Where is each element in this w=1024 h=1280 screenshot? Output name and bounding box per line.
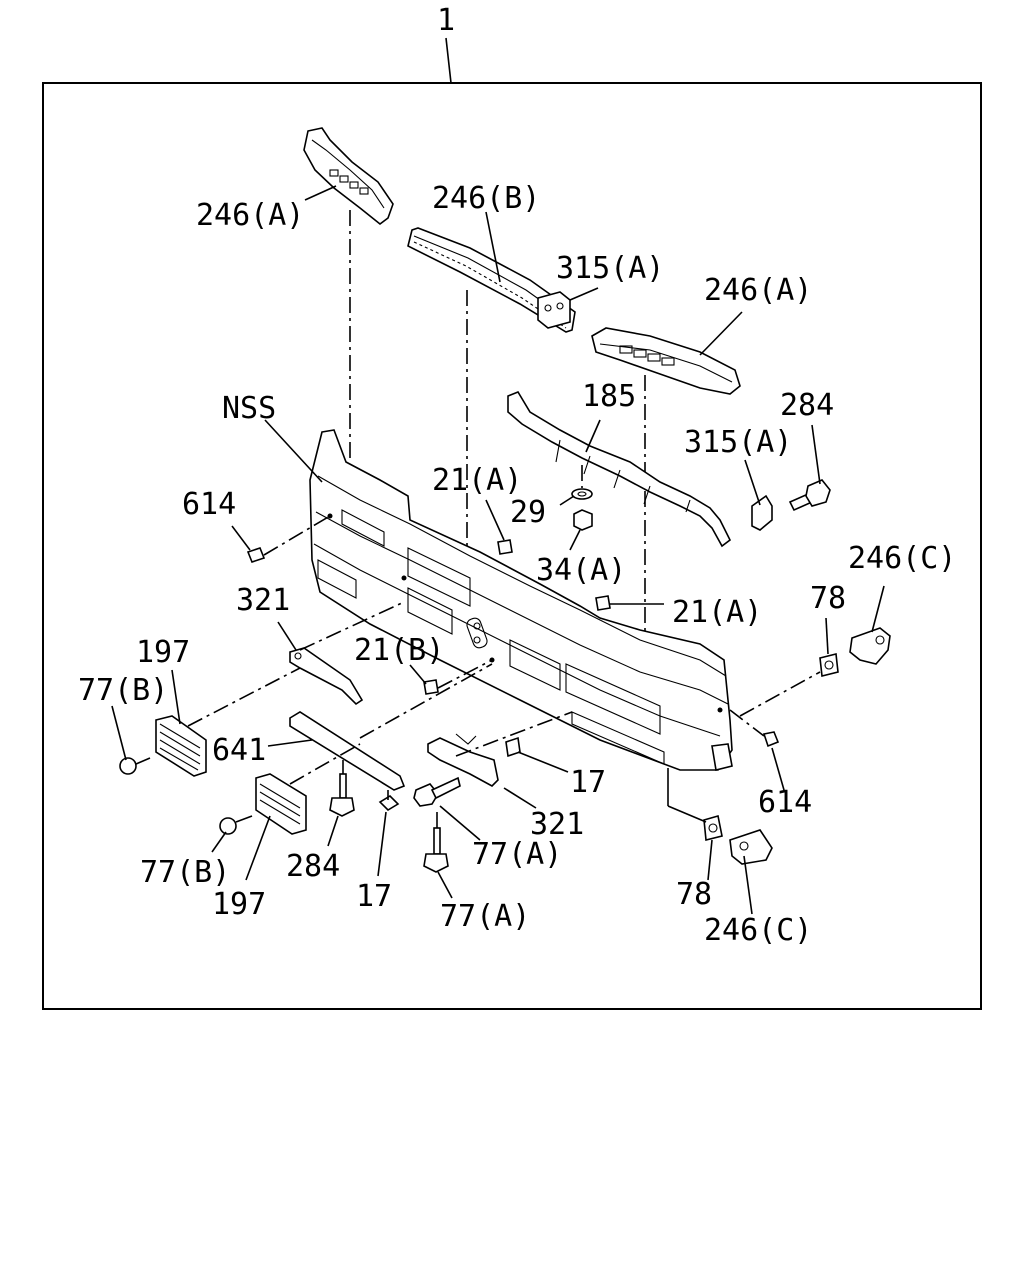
pin-right xyxy=(762,731,780,748)
label-nut: 34(A) xyxy=(536,553,626,588)
clip-21b xyxy=(423,679,439,695)
nut xyxy=(573,509,593,531)
bracket-right xyxy=(751,494,773,531)
clip-21a-right xyxy=(595,595,611,611)
bracket-upper xyxy=(537,291,571,329)
label-plate: 641 xyxy=(212,733,266,768)
label-bolt-lower: 284 xyxy=(286,849,340,884)
label-clip-b: 21(B) xyxy=(354,633,444,668)
screw-upper xyxy=(119,757,151,775)
label-bolt-a-lower: 77(A) xyxy=(440,899,530,934)
label-bracket-left: 321 xyxy=(236,583,290,618)
label-clip-17-lower: 17 xyxy=(356,879,392,914)
bolt-77a-lower xyxy=(423,827,449,873)
label-corner-lower: 246(C) xyxy=(704,913,812,948)
label-grille-upper: 197 xyxy=(136,635,190,670)
label-clip-a-upper: 21(A) xyxy=(432,463,522,498)
corner-upper xyxy=(849,627,891,665)
washer xyxy=(571,488,593,500)
label-bracket-upper: 315(A) xyxy=(556,251,664,286)
label-pin-left: 614 xyxy=(182,487,236,522)
bolt-77a-upper xyxy=(413,776,461,807)
corner-lower xyxy=(729,829,773,865)
label-screw-lower: 77(B) xyxy=(140,855,230,890)
screw-lower xyxy=(219,815,253,835)
assembly-leader xyxy=(445,37,452,84)
trim-upper-right xyxy=(591,327,741,395)
grille-lower xyxy=(255,773,307,835)
bracket-321-center xyxy=(427,733,499,787)
clip-21a-upper xyxy=(497,539,513,555)
bumper-body xyxy=(309,429,733,771)
label-screw-upper: 77(B) xyxy=(78,673,168,708)
label-washer: 29 xyxy=(510,495,546,530)
label-clip-a-right: 21(A) xyxy=(672,595,762,630)
label-clip-17-right: 17 xyxy=(570,765,606,800)
clip-17-lower xyxy=(378,794,400,812)
label-bolt-a-upper: 77(A) xyxy=(472,837,562,872)
label-grille-lower: 197 xyxy=(212,887,266,922)
label-bolt-right: 284 xyxy=(780,388,834,423)
label-bracket-center: 321 xyxy=(530,807,584,842)
diagram-frame xyxy=(42,82,982,1010)
label-upper-right-trim: 246(A) xyxy=(704,273,812,308)
label-corner-upper: 246(C) xyxy=(848,541,956,576)
clip-17-right xyxy=(505,736,521,758)
bolt-lower xyxy=(329,773,355,817)
label-assembly: 1 xyxy=(437,3,455,38)
label-center-trim: 246(B) xyxy=(432,181,540,216)
label-nss: NSS xyxy=(222,391,276,426)
bolt-upper-right xyxy=(788,479,831,512)
label-upper-left-trim: 246(A) xyxy=(196,198,304,233)
label-nut-clip-lower: 78 xyxy=(676,877,712,912)
leader-nss xyxy=(264,419,323,483)
nut-clip-lower xyxy=(703,814,723,842)
trim-upper-left xyxy=(303,127,394,226)
grille-upper xyxy=(155,715,207,777)
label-pin-right: 614 xyxy=(758,785,812,820)
pin-left xyxy=(246,547,266,563)
harness-wire xyxy=(507,391,732,548)
bracket-321-left xyxy=(289,647,364,706)
nut-clip-upper xyxy=(819,653,839,677)
label-nut-clip-upper: 78 xyxy=(810,581,846,616)
label-harness: 185 xyxy=(582,379,636,414)
label-bracket-right: 315(A) xyxy=(684,425,792,460)
